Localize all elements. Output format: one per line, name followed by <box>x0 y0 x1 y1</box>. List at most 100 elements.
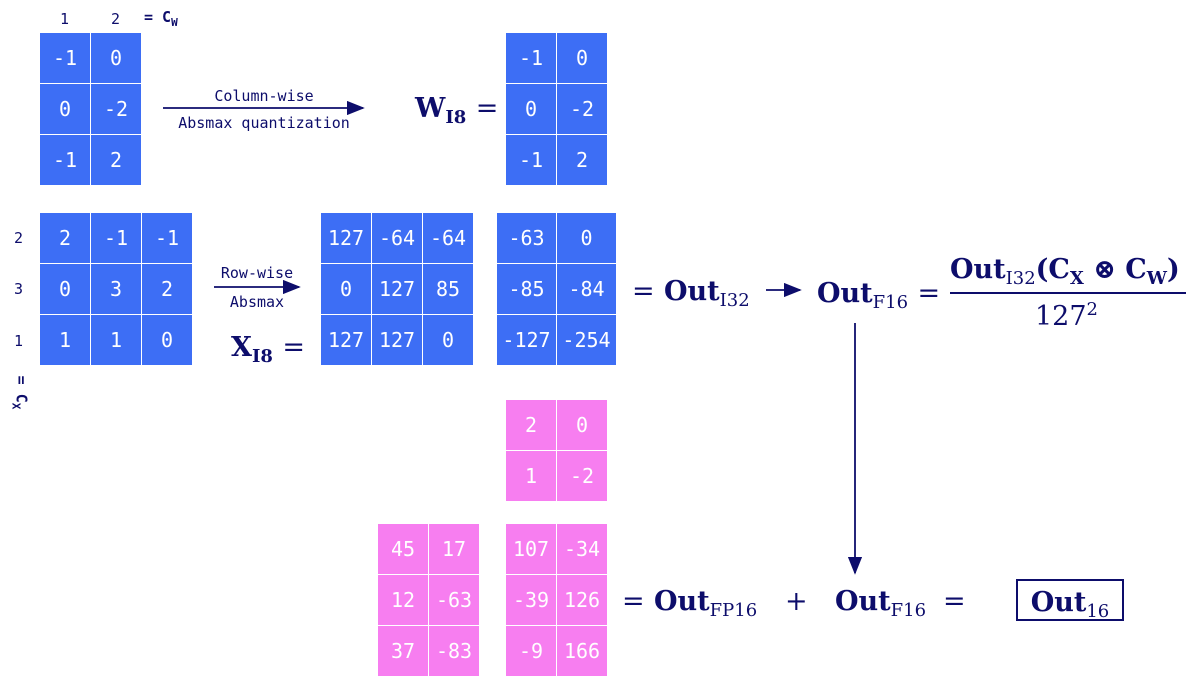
pink-left-matrix-cell: 45 <box>378 524 428 574</box>
x-i8-matrix-cell: 85 <box>423 264 473 314</box>
w-i8-matrix-cell: -2 <box>557 84 607 134</box>
rowwise-label-line2: Absmax <box>229 293 285 311</box>
pink-left-matrix-cell: 12 <box>378 575 428 625</box>
pink-right-matrix-cell: 107 <box>506 524 556 574</box>
pink-small-matrix-cell: 2 <box>506 400 556 450</box>
out-i32-name: Out <box>664 276 720 307</box>
pink-right-matrix-cell: -34 <box>557 524 607 574</box>
x-matrix-cell: 0 <box>142 315 192 365</box>
fraction-cx-sub: X <box>1069 268 1084 289</box>
x-matrix-cell: 1 <box>91 315 141 365</box>
cw-label-sub: W <box>171 16 178 29</box>
x-matrix-cell: -1 <box>142 213 192 263</box>
w-matrix-cell: -1 <box>40 33 90 83</box>
bottom-op1: = <box>622 586 645 617</box>
x-matrix-cell: 2 <box>40 213 90 263</box>
bottom-equals: = <box>943 586 966 617</box>
x-i8-matrix-cell: 127 <box>372 315 422 365</box>
fraction-otimes: ⊗ C <box>1083 254 1147 285</box>
x-i8-matrix-cell: -64 <box>372 213 422 263</box>
x-i8-name: X <box>231 332 252 363</box>
fraction-num-sub: I32 <box>1005 268 1036 289</box>
result-sub: 16 <box>1086 601 1110 622</box>
out-i32-matrix-cell: -127 <box>497 315 556 365</box>
fraction-den: 127 <box>1035 301 1087 332</box>
x-row-scale-3: 1 <box>14 332 24 350</box>
out-fp16-equation: = OutFP16 <box>622 588 757 620</box>
pink-left-matrix-cell: 17 <box>429 524 479 574</box>
w-i8-matrix-cell: 0 <box>506 84 556 134</box>
pink-left-matrix-cell: -63 <box>429 575 479 625</box>
fraction-denominator: 1272 <box>1035 299 1098 332</box>
x-i8-matrix-cell: 0 <box>321 264 371 314</box>
x-row-scale-2: 3 <box>14 280 24 298</box>
x-matrix-cell: -1 <box>91 213 141 263</box>
bottom-name2: Out <box>835 586 891 617</box>
w-col-index-1: 1 <box>60 10 70 28</box>
fraction-den-sup: 2 <box>1086 299 1098 320</box>
w-i8-matrix-cell: 2 <box>557 135 607 185</box>
x-row-scale-1: 2 <box>14 229 24 247</box>
cw-label: = CW <box>144 8 178 29</box>
bottom-sub2: F16 <box>890 600 927 621</box>
x-matrix-cell: 1 <box>40 315 90 365</box>
fraction-num-close: ) <box>1167 254 1180 285</box>
out-f16-bottom: OutF16 <box>835 588 926 620</box>
pink-small-matrix-cell: 0 <box>557 400 607 450</box>
x-i8-sub: I8 <box>251 346 273 367</box>
x-matrix-cell: 2 <box>142 264 192 314</box>
x-i8-matrix-cell: 127 <box>321 315 371 365</box>
fraction-num-name: Out <box>950 254 1006 285</box>
bottom-sub1: FP16 <box>709 600 758 621</box>
out-f16-sub: F16 <box>872 292 909 313</box>
pink-right-matrix-cell: 126 <box>557 575 607 625</box>
fraction-num-open: (C <box>1035 254 1070 285</box>
pink-small-matrix-cell: 1 <box>506 451 556 501</box>
w-matrix-cell: 0 <box>91 33 141 83</box>
x-i8-equation: XI8 = <box>231 334 305 366</box>
x-i8-op: = <box>282 332 305 363</box>
cw-label-text: = C <box>144 8 172 26</box>
result-name: Out <box>1030 587 1087 618</box>
out-i32-sub: I32 <box>719 290 750 311</box>
pink-right-matrix-cell: -39 <box>506 575 556 625</box>
w-i8-matrix-cell: 0 <box>557 33 607 83</box>
x-i8-matrix-cell: -64 <box>423 213 473 263</box>
w-i8-equation: WI8 = <box>415 95 498 127</box>
out-i32-equation: = OutI32 <box>632 278 750 310</box>
rowwise-label-line1: Row-wise <box>220 264 294 282</box>
x-matrix-cell: 0 <box>40 264 90 314</box>
pink-right-matrix-cell: -9 <box>506 626 556 676</box>
fraction-cw-sub: W <box>1146 268 1168 289</box>
w-i8-op: = <box>475 93 499 124</box>
plus-sign: + <box>785 586 808 617</box>
w-matrix-cell: -2 <box>91 84 141 134</box>
out-f16-op: = <box>917 278 941 309</box>
w-col-index-2: 2 <box>111 10 121 28</box>
bottom-name1: Out <box>654 586 710 617</box>
pink-left-matrix-cell: -83 <box>429 626 479 676</box>
w-i8-name: W <box>415 93 446 124</box>
colwise-label-line1: Column-wise <box>214 87 314 105</box>
out-i32-op: = <box>632 276 655 307</box>
colwise-label-line2: Absmax quantization <box>178 114 350 132</box>
x-matrix-cell: 3 <box>91 264 141 314</box>
out-f16-name: Out <box>817 278 873 309</box>
w-i8-sub: I8 <box>445 107 467 128</box>
w-i8-matrix-cell: -1 <box>506 33 556 83</box>
result-box: Out16 <box>1016 579 1124 621</box>
out-f16-equation: OutF16 = <box>817 280 940 312</box>
out-i32-matrix-cell: -84 <box>557 264 616 314</box>
fraction-numerator: OutI32(CX ⊗ CW) <box>950 256 1180 288</box>
out-i32-matrix-cell: -85 <box>497 264 556 314</box>
w-matrix-cell: 2 <box>91 135 141 185</box>
x-i8-matrix-cell: 127 <box>321 213 371 263</box>
